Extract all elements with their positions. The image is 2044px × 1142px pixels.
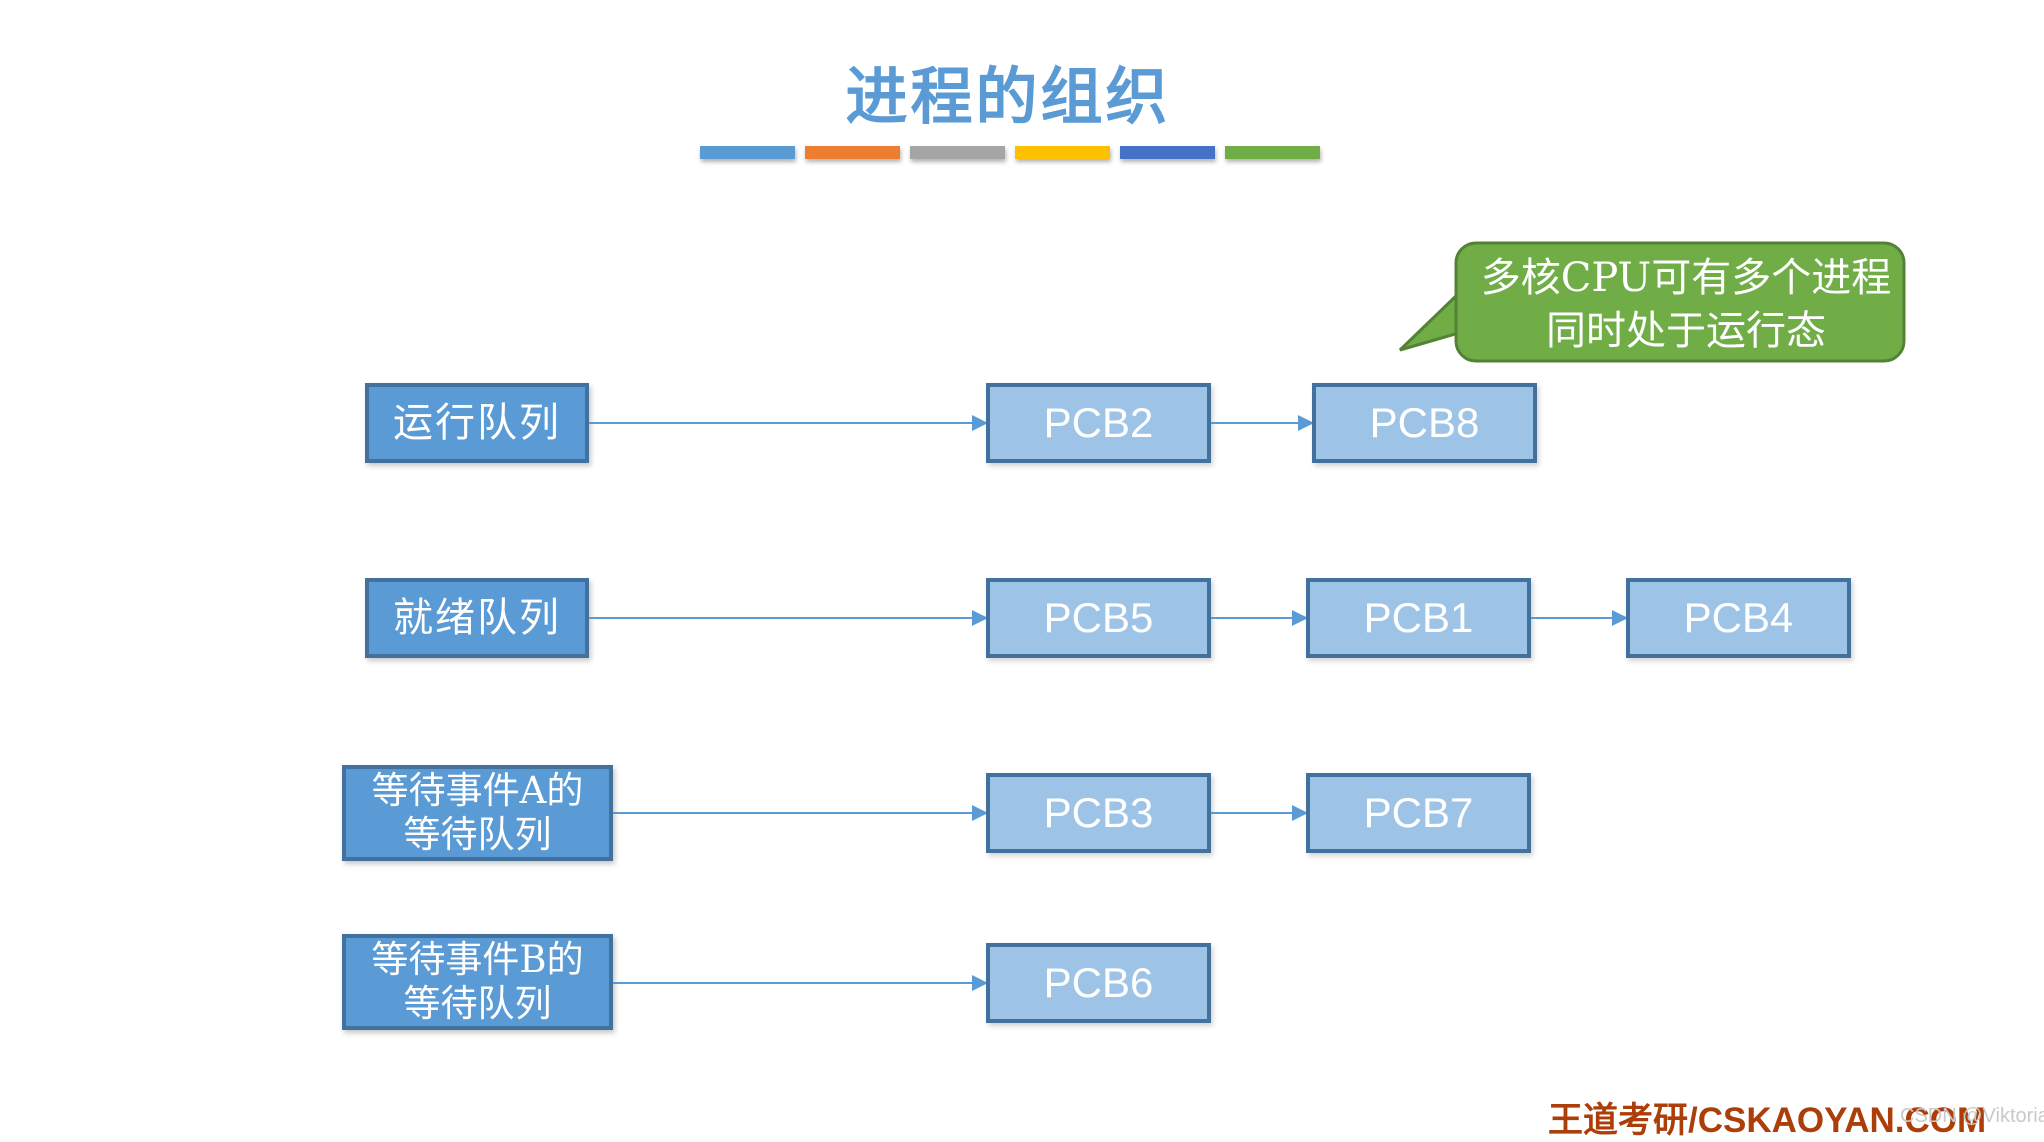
callout-bubble xyxy=(1398,241,1906,363)
pcb-label: PCB5 xyxy=(1043,594,1154,641)
page-title: 进程的组织 xyxy=(845,60,1171,133)
callout-line: 同时处于运行态 xyxy=(1546,308,1826,354)
accent-bar-orange xyxy=(805,146,900,159)
accent-bar-blue xyxy=(700,146,795,159)
arrow-connector xyxy=(589,414,988,431)
accent-bar-green xyxy=(1225,146,1320,159)
queue-label-line: 等待事件B的 xyxy=(371,938,584,981)
queue-box-wait-b: 等待事件B的 等待队列 xyxy=(342,934,613,1030)
pcb-box: PCB3 xyxy=(986,773,1211,853)
queue-box-wait-a: 等待事件A的 等待队列 xyxy=(342,765,613,861)
queue-label: 就绪队列 xyxy=(393,595,561,641)
pcb-label: PCB7 xyxy=(1363,789,1474,836)
queue-label: 运行队列 xyxy=(393,400,561,446)
pcb-label: PCB3 xyxy=(1043,789,1154,836)
arrow-connector xyxy=(613,974,988,991)
pcb-label: PCB4 xyxy=(1683,594,1794,641)
footer-brand: 王道考研/CSKAOYAN.COM xyxy=(1548,1101,1987,1140)
queue-label-line: 等待事件A的 xyxy=(371,769,584,812)
pcb-box: PCB2 xyxy=(986,383,1211,463)
pcb-label: PCB2 xyxy=(1043,399,1154,446)
arrow-connector xyxy=(1211,414,1314,431)
arrow-connector xyxy=(1211,609,1308,626)
queue-label-line: 等待队列 xyxy=(403,982,552,1025)
arrow-connector xyxy=(613,804,988,821)
pcb-box: PCB6 xyxy=(986,943,1211,1023)
pcb-box: PCB7 xyxy=(1306,773,1531,853)
pcb-box: PCB4 xyxy=(1626,578,1851,658)
arrow-connector xyxy=(589,609,988,626)
callout-line: 多核CPU可有多个进程 xyxy=(1480,255,1892,301)
pcb-label: PCB6 xyxy=(1043,959,1154,1006)
arrow-connector xyxy=(1531,609,1628,626)
queue-label-line: 等待队列 xyxy=(403,813,552,856)
pcb-label: PCB8 xyxy=(1369,399,1480,446)
watermark: CSDN @Viktoriae xyxy=(1900,1105,2044,1127)
accent-bar-indigo xyxy=(1120,146,1215,159)
pcb-box: PCB8 xyxy=(1312,383,1537,463)
callout-body xyxy=(1454,241,1906,363)
accent-bar-gold xyxy=(1015,146,1110,159)
callout-text: 多核CPU可有多个进程 同时处于运行态 xyxy=(1466,252,1906,358)
pcb-box: PCB5 xyxy=(986,578,1211,658)
arrow-connector xyxy=(1211,804,1308,821)
pcb-label: PCB1 xyxy=(1363,594,1474,641)
pcb-box: PCB1 xyxy=(1306,578,1531,658)
accent-bar-gray xyxy=(910,146,1005,159)
queue-box-ready: 就绪队列 xyxy=(365,578,589,658)
queue-box-running: 运行队列 xyxy=(365,383,589,463)
